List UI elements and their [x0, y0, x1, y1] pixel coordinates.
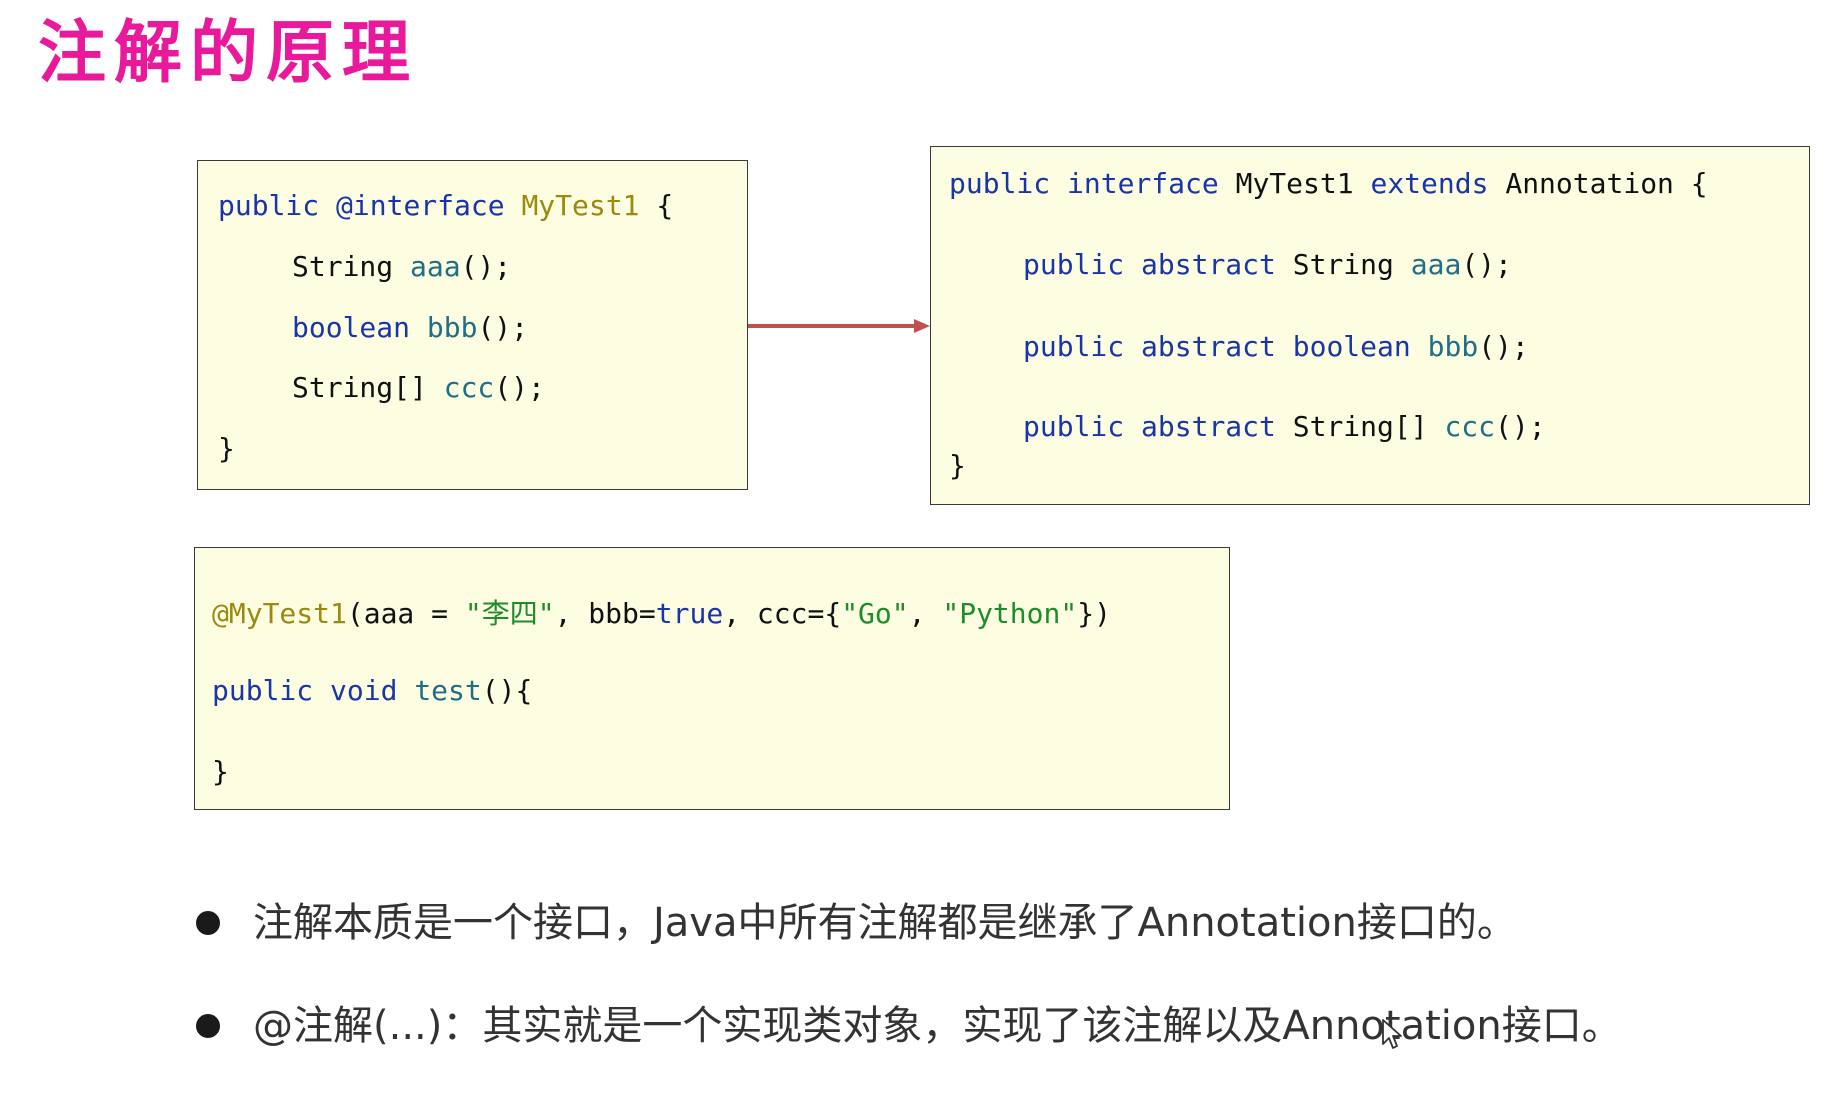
code-line: public @interface MyTest1 { [218, 189, 673, 222]
code-keyword: interface [1067, 167, 1219, 200]
code-keyword: abstract [1141, 410, 1276, 443]
code-string: "Python" [942, 597, 1078, 630]
bullet-dot-icon [196, 911, 220, 935]
code-keyword: void [330, 674, 398, 707]
code-keyword: extends [1370, 167, 1489, 200]
code-text: }) [1077, 597, 1111, 630]
code-string: "李四" [464, 597, 555, 630]
code-method: ccc [443, 371, 495, 404]
code-brace: } [949, 449, 966, 482]
code-text: (){ [481, 674, 533, 707]
code-text: { [656, 189, 674, 222]
code-line: String[] ccc(); [292, 371, 545, 404]
code-annotation: @MyTest1 [212, 597, 347, 630]
code-method: aaa [1410, 248, 1462, 281]
code-text: Annotation { [1505, 167, 1708, 200]
code-text: , ccc={ [723, 597, 842, 630]
interface-equivalent-code-box: public interface MyTest1 extends Annotat… [930, 146, 1810, 505]
code-type: String[] [1292, 410, 1428, 443]
code-text: (); [460, 250, 512, 283]
code-text: (); [477, 311, 529, 344]
code-method: aaa [410, 250, 461, 283]
code-method: test [414, 674, 482, 707]
code-line: public abstract String aaa(); [1023, 248, 1512, 281]
code-text: , [908, 597, 943, 630]
code-keyword: public [949, 167, 1051, 200]
code-keyword: public [1023, 410, 1125, 443]
code-keyword: public [1023, 248, 1125, 281]
code-line: } [218, 432, 235, 465]
code-text: (); [1478, 330, 1529, 363]
code-string: "Go" [841, 597, 909, 630]
code-line: boolean bbb(); [292, 311, 528, 344]
code-type-name: MyTest1 [1235, 167, 1354, 200]
bullet-item: @注解(...)：其实就是一个实现类对象，实现了该注解以及Annotation接… [253, 1003, 1622, 1049]
right-arrow-icon [748, 319, 930, 333]
code-keyword: abstract [1141, 248, 1276, 281]
code-text: , bbb= [554, 597, 656, 630]
code-line: } [212, 755, 229, 788]
code-type: String [292, 250, 394, 283]
code-line: } [949, 449, 966, 482]
code-method: bbb [426, 311, 478, 344]
code-method: ccc [1444, 410, 1496, 443]
annotation-usage-code-box: @MyTest1(aaa = "李四", bbb=true, ccc={"Go"… [194, 547, 1230, 810]
bullet-item: 注解本质是一个接口，Java中所有注解都是继承了Annotation接口的。 [253, 900, 1517, 946]
page-title: 注解的原理 [38, 14, 419, 93]
code-line: @MyTest1(aaa = "李四", bbb=true, ccc={"Go"… [212, 592, 1111, 632]
code-brace: } [212, 755, 229, 788]
code-text: (); [1495, 410, 1546, 443]
code-line: public void test(){ [212, 674, 532, 707]
code-type: String[] [292, 371, 427, 404]
code-method: bbb [1427, 330, 1479, 363]
mouse-cursor-icon [1382, 1019, 1402, 1049]
code-keyword: abstract [1141, 330, 1276, 363]
code-keyword: boolean [1292, 330, 1411, 363]
code-keyword: public [1023, 330, 1125, 363]
code-text: (); [1461, 248, 1512, 281]
code-type: String [1292, 248, 1394, 281]
code-text: (aaa = [346, 597, 465, 630]
code-keyword: @interface [336, 189, 505, 222]
code-line: String aaa(); [292, 250, 511, 283]
annotation-definition-code-box: public @interface MyTest1 { String aaa()… [197, 160, 748, 490]
bullet-dot-icon [196, 1014, 220, 1038]
code-type-name: MyTest1 [521, 189, 640, 222]
code-brace: } [218, 432, 235, 465]
code-keyword: true [655, 597, 724, 630]
code-line: public abstract boolean bbb(); [1023, 330, 1529, 363]
code-line: public abstract String[] ccc(); [1023, 410, 1546, 443]
code-keyword: boolean [292, 311, 411, 344]
code-keyword: public [218, 189, 320, 222]
code-line: public interface MyTest1 extends Annotat… [949, 167, 1708, 200]
code-text: (); [494, 371, 545, 404]
code-keyword: public [212, 674, 314, 707]
